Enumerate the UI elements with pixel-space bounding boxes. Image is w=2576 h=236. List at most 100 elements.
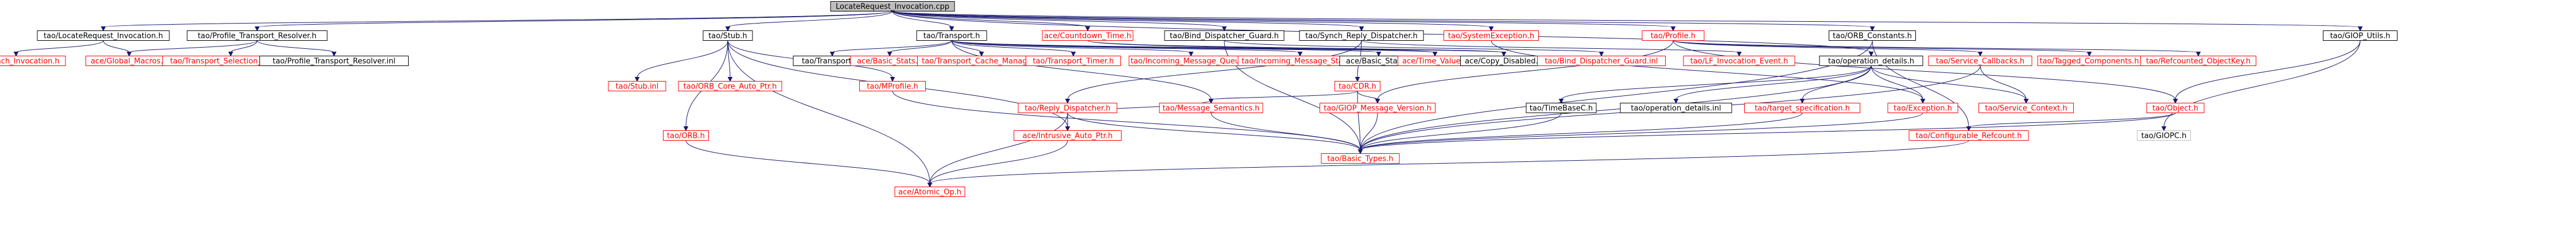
node-tao-lf-invocation-event-h[interactable]: tao/LF_Invocation_Event.h [1683, 56, 1795, 66]
node-tao-stub-inl[interactable]: tao/Stub.inl [608, 81, 666, 91]
node-tao-cdr-h[interactable]: tao/CDR.h [1334, 81, 1380, 91]
node-label: tao/Profile_Transport_Resolver.h [198, 32, 317, 41]
node-label: tao/GIOP_Utils.h [2330, 32, 2391, 41]
node-tao-reply-dispatcher-h[interactable]: tao/Reply_Dispatcher.h [1018, 103, 1118, 113]
node-label: tao/GIOPC.h [2142, 132, 2187, 141]
edge-opdetails_h-to-timebasec_h [1558, 65, 1872, 104]
node-tao-synch-invocation-h[interactable]: tao/Synch_Invocation.h [0, 56, 66, 66]
edge-cdr_h-to-giopmv_h [1357, 91, 1380, 104]
node-tao-profile-transport-resolver-h[interactable]: tao/Profile_Transport_Resolver.h [187, 30, 328, 41]
node-tao-stub-h[interactable]: tao/Stub.h [703, 30, 753, 41]
edge-ptr_h-to-ptr_inl [257, 40, 337, 57]
node-tao-mprofile-h[interactable]: tao/MProfile.h [859, 81, 926, 91]
node-tao-transport-timer-h[interactable]: tao/Transport_Timer.h [1026, 56, 1121, 66]
node-label: tao/Incoming_Message_Stack.h [1242, 57, 1359, 66]
node-label: tao/Bind_Dispatcher_Guard.h [1170, 32, 1279, 41]
edge-lri_h-to-globalmacros_h [103, 40, 132, 57]
node-label: tao/Synch_Invocation.h [0, 57, 60, 66]
node-tao-configurable-refcount-h[interactable]: tao/Configurable_Refcount.h [1908, 130, 2029, 141]
node-label: tao/SystemException.h [1448, 32, 1534, 41]
node-label: ace/Basic_Stats.h [857, 57, 922, 66]
node-ace-countdown-time-h[interactable]: ace/Countdown_Time.h [1042, 30, 1134, 41]
node-tao-incoming-message-stack-h[interactable]: tao/Incoming_Message_Stack.h [1237, 56, 1363, 66]
edge-profile_h-to-taggedcomp_h [1673, 40, 2092, 57]
node-tao-systemexception-h[interactable]: tao/SystemException.h [1444, 30, 1539, 41]
node-tao-basic-types-h[interactable]: tao/Basic_Types.h [1321, 153, 1400, 164]
node-label: tao/Basic_Types.h [1327, 155, 1393, 164]
node-tao-service-callbacks-h[interactable]: tao/Service_Callbacks.h [1928, 56, 2032, 66]
node-ace-global-macros-h[interactable]: ace/Global_Macros.h [86, 56, 173, 66]
node-tao-profile-transport-resolver-inl[interactable]: tao/Profile_Transport_Resolver.inl [259, 56, 409, 66]
edge-iap_h-to-atomic_h [927, 140, 1068, 188]
node-tao-orb-constants-h[interactable]: tao/ORB_Constants.h [1829, 30, 1916, 41]
node-tao-object-h[interactable]: tao/Object.h [2146, 103, 2205, 113]
edge-opdetails_h-to-exception_h [1871, 65, 1926, 104]
node-tao-transport-cache-manager-h[interactable]: tao/Transport_Cache_Manager.h [917, 56, 1046, 66]
edge-transport_h-to-imq_h [951, 40, 1194, 57]
node-tao-refcounted-objectkey-h[interactable]: tao/Refcounted_ObjectKey.h [2140, 56, 2256, 66]
edge-opdetails_h-to-servctx_h [1871, 65, 2029, 104]
node-tao-giop-message-version-h[interactable]: tao/GIOP_Message_Version.h [1320, 103, 1436, 113]
node-tao-operation-details-h[interactable]: tao/operation_details.h [1819, 56, 1923, 66]
edge-gioputi_h-to-object_h [2172, 40, 2361, 104]
edge-opdetails_h-to-opdetails_inl [1673, 65, 1872, 104]
edge-root-to-stub_h [725, 11, 893, 32]
edge-opdetails_h-to-targetspec_h [1799, 65, 1872, 104]
node-tao-message-semantics-h[interactable]: tao/Message_Semantics.h [1159, 103, 1263, 113]
node-tao-tagged-components-h[interactable]: tao/Tagged_Components.h [2037, 56, 2142, 66]
node-tao-profile-h[interactable]: tao/Profile.h [1642, 30, 1705, 41]
node-tao-bind-dispatcher-guard-h[interactable]: tao/Bind_Dispatcher_Guard.h [1164, 30, 1285, 41]
node-tao-transport-h[interactable]: tao/Transport.h [916, 30, 987, 41]
node-label: tao/Transport.inl [802, 57, 863, 66]
edge-root-to-bdg_h [892, 11, 1227, 32]
node-ace-time-value-h[interactable]: ace/Time_Value.h [1398, 56, 1472, 66]
edge-countdown_h-to-copydisabled_h [1087, 40, 1507, 57]
edge-root-to-orbconst_h [892, 11, 1875, 32]
node-label: tao/Object.h [2152, 105, 2198, 113]
edge-srd_h-to-rd_h [1065, 40, 1362, 104]
node-tao-target-specification-h[interactable]: tao/target_specification.h [1744, 103, 1860, 113]
edge-bdg_h-to-bdg_inl [1224, 40, 1604, 57]
edge-object_h-to-confrefcount_h [1966, 113, 2176, 131]
node-label: tao/Stub.inl [616, 83, 659, 91]
edge-profile_h-to-servcb_h [1673, 40, 1983, 57]
node-label: ace/Atomic_Op.h [898, 188, 961, 197]
node-tao-synch-reply-dispatcher-h[interactable]: tao/Synch_Reply_Dispatcher.h [1299, 30, 1424, 41]
node-label: tao/target_specification.h [1755, 105, 1850, 113]
node-ace-atomic-op-h[interactable]: ace/Atomic_Op.h [894, 187, 965, 197]
node-ace-copy-disabled-h[interactable]: ace/Copy_Disabled.h [1460, 56, 1547, 66]
node-tao-giop-utils-h[interactable]: tao/GIOP_Utils.h [2323, 30, 2397, 41]
node-tao-exception-h[interactable]: tao/Exception.h [1887, 103, 1958, 113]
node-tao-orb-core-auto-ptr-h[interactable]: tao/ORB_Core_Auto_Ptr.h [678, 81, 782, 91]
edge-confrefcount_h-to-atomic_h [927, 140, 1969, 188]
edge-targetspec_h-to-basictypes_h [1357, 113, 1803, 154]
node-tao-bind-dispatcher-guard-inl[interactable]: tao/Bind_Dispatcher_Guard.inl [1537, 56, 1666, 66]
node-tao-operation-details-inl[interactable]: tao/operation_details.inl [1620, 103, 1732, 113]
edge-orbconst_h-to-confrefcount_h [1872, 40, 1972, 131]
node-label: tao/Incoming_Message_Queue.h [1131, 57, 1251, 66]
node-label: ace/Countdown_Time.h [1044, 32, 1131, 41]
node-tao-incoming-message-queue-h[interactable]: tao/Incoming_Message_Queue.h [1128, 56, 1254, 66]
node-label: tao/Profile.h [1651, 32, 1696, 41]
edge-exception_h-to-basictypes_h [1357, 113, 1923, 154]
node-tao-locaterequest-invocation-h[interactable]: tao/LocateRequest_Invocation.h [37, 30, 170, 41]
node-tao-orb-h[interactable]: tao/ORB.h [663, 130, 709, 141]
edge-timebasec_h-to-basictypes_h [1357, 113, 1562, 154]
node-ace-intrusive-auto-ptr-h[interactable]: ace/Intrusive_Auto_Ptr.h [1014, 130, 1122, 141]
node-ace-basic-stats-h[interactable]: ace/Basic_Stats.h [850, 56, 929, 66]
node-tao-service-context-h[interactable]: tao/Service_Context.h [1978, 103, 2074, 113]
node-label: ace/Time_Value.h [1402, 57, 1468, 66]
edge-lri_h-to-synchinv_h [13, 40, 104, 57]
edge-sysexc_h-to-exception_h [1491, 40, 1926, 104]
node-tao-giopc-h[interactable]: tao/GIOPC.h [2137, 130, 2191, 141]
node-tao-timebasec-h[interactable]: tao/TimeBaseC.h [1526, 103, 1597, 113]
node-label: tao/CDR.h [1339, 83, 1376, 91]
node-label: tao/Transport_Cache_Manager.h [922, 57, 1041, 66]
edge-ptr_h-to-globalmacros_h [126, 40, 258, 57]
node-label: tao/Refcounted_ObjectKey.h [2146, 57, 2251, 66]
edge-gioputi_h-to-giopc_h [2161, 40, 2361, 131]
node-label: tao/Transport.h [924, 32, 980, 41]
edge-mprofile_h-to-basictypes_h [892, 91, 1363, 154]
node-label: ace/Copy_Disabled.h [1465, 57, 1543, 66]
